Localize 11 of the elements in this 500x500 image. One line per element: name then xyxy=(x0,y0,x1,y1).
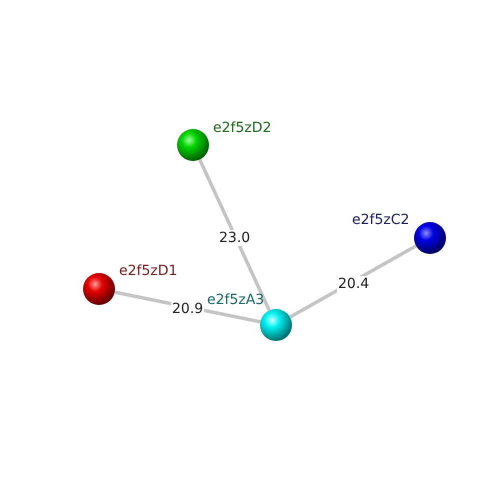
sphere xyxy=(260,309,292,341)
node-label: e2f5zA3 xyxy=(207,292,264,308)
edge-label: 20.4 xyxy=(337,276,370,292)
connector-line xyxy=(198,158,271,312)
node-label: e2f5zD2 xyxy=(213,120,272,136)
edge-label: 23.0 xyxy=(218,230,252,246)
sphere xyxy=(83,273,115,305)
sphere xyxy=(177,129,209,161)
sphere xyxy=(414,222,446,254)
node-label: e2f5zD1 xyxy=(119,263,178,279)
node-label: e2f5zC2 xyxy=(352,212,410,228)
